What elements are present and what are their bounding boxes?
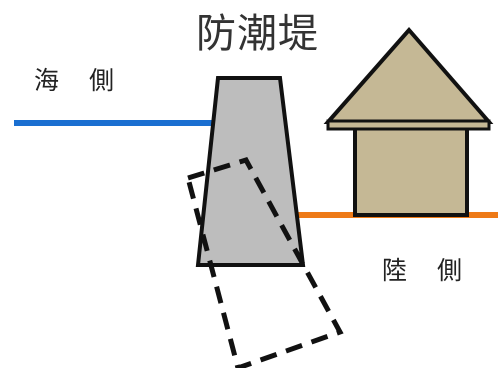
house-eave — [326, 119, 491, 131]
house-roof — [323, 26, 494, 124]
tilted-seawall-dashed — [184, 157, 344, 368]
sea-side-label: 海 側 — [34, 66, 114, 95]
house-icon — [323, 26, 494, 217]
land-side-label: 陸 側 — [382, 256, 462, 285]
diagram-title: 防潮堤 — [196, 11, 319, 57]
seawall — [195, 76, 306, 267]
house-body — [353, 123, 469, 217]
